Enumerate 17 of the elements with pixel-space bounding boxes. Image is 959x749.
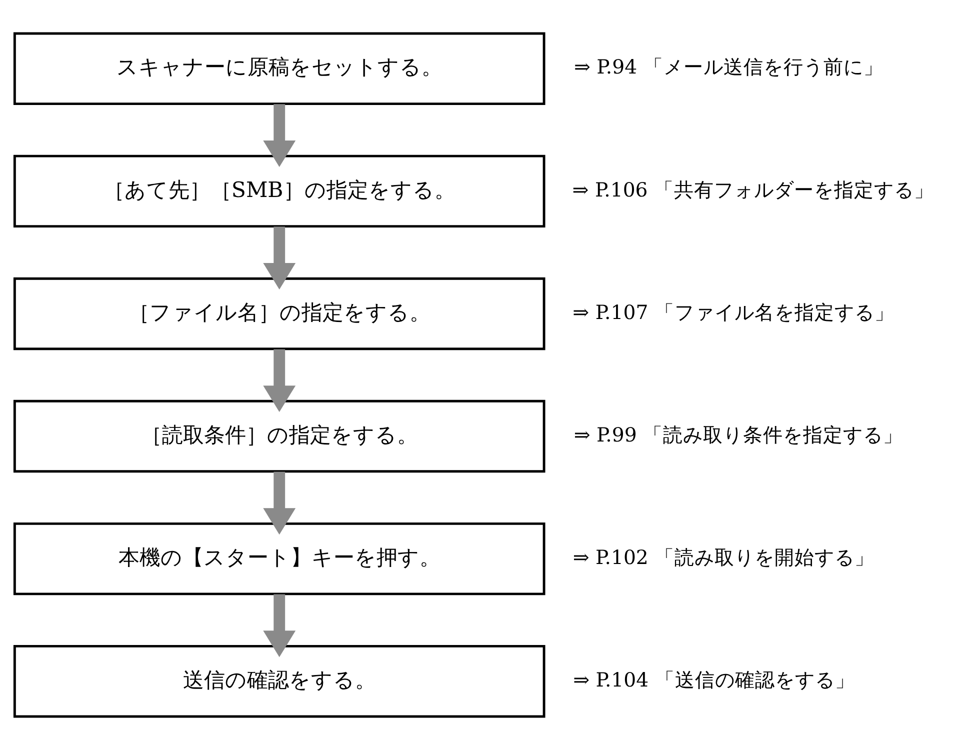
arrow: [263, 348, 296, 412]
node-label: ⇒ P.106 「共有フォルダーを指定する」: [572, 178, 934, 201]
node-box: ［読取条件］の指定をする。: [13, 399, 546, 472]
node-label: ⇒ P.94 「メール送信を行う前に」: [574, 55, 884, 78]
node-box: スキャナーに原稿をセットする。: [13, 32, 546, 105]
node-label: ⇒ P.107 「ファイル名を指定する」: [572, 300, 894, 324]
arrow: [263, 594, 296, 657]
arrow: [263, 104, 296, 166]
node-label: ⇒ P.99 「読み取り条件を指定する」: [574, 422, 904, 446]
node-label: ⇒ P.102 「読み取りを開始する」: [572, 545, 875, 568]
node-box: ［あて先］［SMB］の指定をする。: [13, 154, 546, 228]
arrow: [263, 226, 296, 290]
node-box: 本機の【スタート】キーを押す。: [13, 522, 546, 595]
node-box: 送信の確認をする。: [13, 644, 546, 718]
node-box: ［ファイル名］の指定をする。: [13, 276, 546, 350]
node-label: ⇒ P.104 「送信の確認をする」: [573, 668, 855, 691]
arrow: [263, 471, 296, 534]
